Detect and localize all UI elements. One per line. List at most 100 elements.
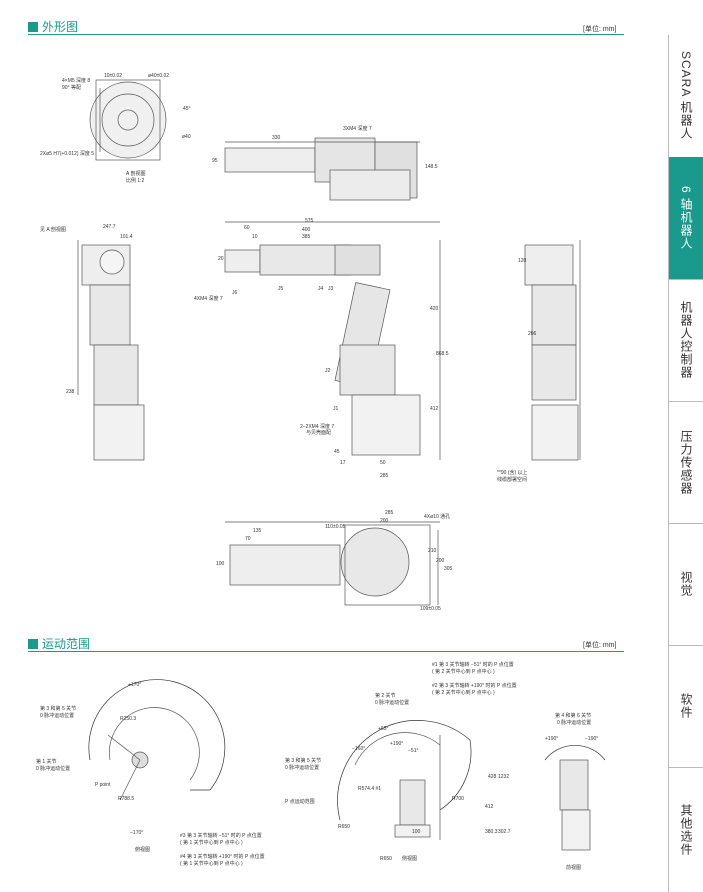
dim-45: 45 (334, 449, 340, 455)
unit-label: [单位: mm] (583, 642, 617, 649)
label-J2: J2 (325, 368, 331, 374)
unit-label: [单位: mm] (583, 26, 617, 33)
label-J3: J3 (328, 286, 334, 292)
dim-101: 101.4 (120, 234, 133, 240)
sidebar: SCARA 机器人 6 轴机器人 机器人控制器 压力传感器 视觉 软件 其他选件 (668, 35, 703, 892)
dim-868: 868.5 (436, 351, 449, 357)
front-note: 见 A 剖视图 (40, 226, 66, 233)
rs-r2: R700 (452, 796, 464, 802)
rs-428: 428 (488, 774, 497, 780)
robot-right-view (524, 240, 581, 461)
rt-ppoint: P point (95, 782, 111, 788)
dim-330: 330 (272, 135, 281, 141)
right-note1: **90 (含) 以上 (497, 469, 528, 476)
note4b: ( 第 1 关节中心到 P 点中心 ) (180, 860, 243, 867)
range-front-view (544, 744, 606, 851)
dim-d1: 10±0.02 (104, 73, 122, 79)
tab-scara[interactable]: SCARA 机器人 (669, 35, 703, 158)
robot-side-view (224, 221, 441, 460)
dim-412: 412 (430, 406, 439, 412)
rt-caption: 俯视图 (135, 846, 150, 853)
range-top-view (88, 679, 226, 801)
rs-area: P 点运动范围 (285, 798, 315, 805)
base-note: 与贝壳面配 (306, 429, 331, 436)
rf-a1: +190° (545, 736, 558, 742)
note1: #1 第 3 关节轴转 −51° 时的 P 点位置 (432, 661, 514, 668)
dim-400: 400 (302, 227, 311, 233)
range-side-view (337, 720, 472, 840)
rs-100: 100 (412, 829, 421, 835)
tab-label: 6 轴机器人 (679, 185, 693, 250)
dim-148: 148.5 (425, 164, 438, 170)
section-title: 运动范围 (42, 637, 91, 651)
rs-r3: R650 (338, 824, 350, 830)
rs-a2: −160° (352, 746, 365, 752)
note1b: ( 第 2 关节中心到 P 点中心 ) (432, 668, 495, 675)
tab-vision[interactable]: 视觉 (669, 523, 703, 646)
dim-135: 135 (253, 528, 262, 534)
dim-95: 95 (212, 158, 218, 164)
tab-controller[interactable]: 机器人控制器 (669, 279, 703, 402)
robot-front-view (77, 240, 145, 461)
rs-caption: 侧视图 (402, 855, 417, 862)
rf-labelb: 0 脉冲运动位置 (557, 719, 591, 726)
dim-10: 10 (252, 234, 258, 240)
dim-pcd: 90° 等配 (62, 84, 81, 91)
label-J4: J4 (318, 286, 324, 292)
tab-options[interactable]: 其他选件 (669, 767, 703, 892)
rt-label2b: 0 脉冲运动位置 (36, 765, 70, 772)
rs-a3: +190° (390, 741, 403, 747)
dim-200v: 200 (436, 558, 445, 564)
tab-6axis[interactable]: 6 轴机器人 (669, 157, 703, 280)
section-marker (28, 21, 38, 32)
rf-caption: 前视图 (566, 864, 581, 871)
section-title: 外形图 (42, 20, 79, 34)
dim-109: 109±0.05 (420, 606, 441, 612)
dim-120: 120 (518, 258, 527, 264)
dim-tap3: 3XM4 深度 7 (343, 125, 372, 132)
rt-r2: R788.5 (118, 796, 134, 802)
label-J5: J5 (278, 286, 284, 292)
tab-force-sensor[interactable]: 压力传感器 (669, 401, 703, 524)
note2: #2 第 3 关节轴转 +190° 时的 P 点位置 (432, 682, 517, 689)
technical-drawings: 4×M5 深度 8 90° 等配 10±0.02 ø40±0.02 2Xø5 H… (36, 73, 606, 871)
dim-210: 210 (428, 548, 437, 554)
dim-60: 60 (244, 225, 250, 231)
dim-d2: ø40±0.02 (148, 73, 169, 79)
rs-j2b: 0 脉冲运动位置 (375, 699, 409, 706)
dim-110: 110±0.05 (325, 524, 346, 530)
section-rule (28, 651, 624, 652)
robot-plan-view (225, 521, 440, 606)
rf-a2: −190° (585, 736, 598, 742)
rs-302: 302.7 (498, 829, 511, 835)
section-header-outline: 外形图 (28, 18, 78, 35)
rs-r4: R650 (380, 856, 392, 862)
tab-label: 压力传感器 (679, 429, 693, 495)
tab-software[interactable]: 软件 (669, 645, 703, 768)
rt-label1b: 0 脉冲运动位置 (40, 712, 74, 719)
rt-label2: 第 1 关节 (36, 758, 57, 765)
dim-angle: 45° (183, 106, 191, 112)
bottom-note: 4Xø10 通孔 (424, 513, 450, 520)
dim-tap4: 4XM4 深度 7 (194, 295, 223, 302)
dim-100: 100 (216, 561, 225, 567)
dim-17: 17 (340, 460, 346, 466)
dim-247: 247.7 (103, 224, 116, 230)
note3: #3 第 3 关节轴转 −51° 时的 P 点位置 (180, 832, 262, 839)
dim-575: 575 (305, 218, 314, 224)
dim-420: 420 (430, 306, 439, 312)
dim-206: 206 (528, 331, 537, 337)
tab-label: SCARA 机器人 (679, 51, 693, 141)
flange-scale: 比例 1:2 (126, 177, 145, 184)
section-rule (28, 34, 624, 35)
base-tap: 2–2XM4 深度 7 (300, 423, 334, 430)
rs-j35: 第 3 和第 5 关节 (285, 757, 321, 764)
tab-label: 软件 (679, 693, 693, 719)
right-note2: 线缆部署空间 (497, 476, 527, 483)
dim-385: 385 (302, 234, 311, 240)
section-marker (28, 638, 38, 649)
dim-285: 285 (380, 473, 389, 479)
note2b: ( 第 2 关节中心到 P 点中心 ) (432, 689, 495, 696)
rs-a4: −51° (408, 748, 418, 754)
dim-238: 238 (66, 389, 75, 395)
